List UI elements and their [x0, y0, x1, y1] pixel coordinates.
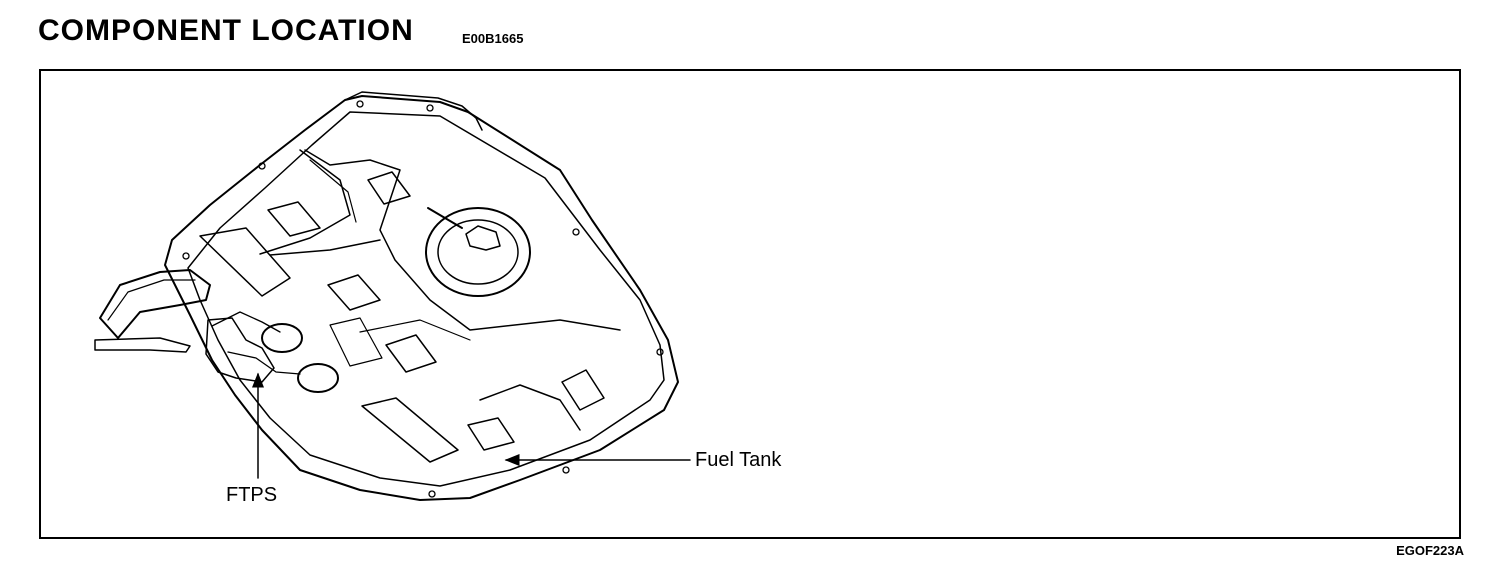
fuel-tank-label: Fuel Tank: [695, 449, 782, 471]
pad-1: [199, 227, 291, 297]
vent-tube-top: [344, 91, 483, 131]
page-title: COMPONENT LOCATION: [38, 14, 414, 47]
vent-tube-left: [259, 149, 351, 255]
tank-ridge-2: [479, 384, 581, 431]
pad-7: [467, 417, 515, 451]
pad-6: [361, 397, 459, 463]
sender-unit-2: [297, 363, 339, 393]
filler-neck-inner: [107, 279, 196, 321]
tank-outer-flange: [164, 95, 679, 501]
tank-ridge-3: [269, 239, 381, 256]
tank-ridge-1: [304, 149, 621, 331]
pad-4: [385, 334, 437, 373]
fuel-pump-cover: [437, 219, 519, 285]
diagram-frame: [39, 69, 1461, 539]
filler-pipe: [94, 337, 191, 353]
fuel-pump-flange: [425, 207, 531, 297]
pad-3: [327, 274, 381, 311]
section-code: E00B1665: [462, 31, 524, 46]
tank-ridge-4: [359, 319, 471, 341]
pad-8: [561, 369, 605, 411]
pad-2: [267, 201, 321, 237]
fuel-pump-line: [427, 207, 463, 229]
flange-bolts: [182, 100, 664, 498]
vent-tube-left-2: [309, 159, 357, 223]
pad-5: [367, 171, 411, 205]
filler-neck: [99, 269, 211, 339]
ftps-bracket: [205, 317, 275, 383]
sender-unit-1: [261, 323, 303, 353]
tank-inner-body: [187, 111, 665, 487]
pad-9: [329, 317, 383, 367]
fuel-pump-fittings: [465, 225, 501, 251]
figure-code: EGOF223A: [1396, 543, 1464, 558]
ftps-hoses: [211, 311, 301, 375]
ftps-label: FTPS: [226, 484, 278, 506]
